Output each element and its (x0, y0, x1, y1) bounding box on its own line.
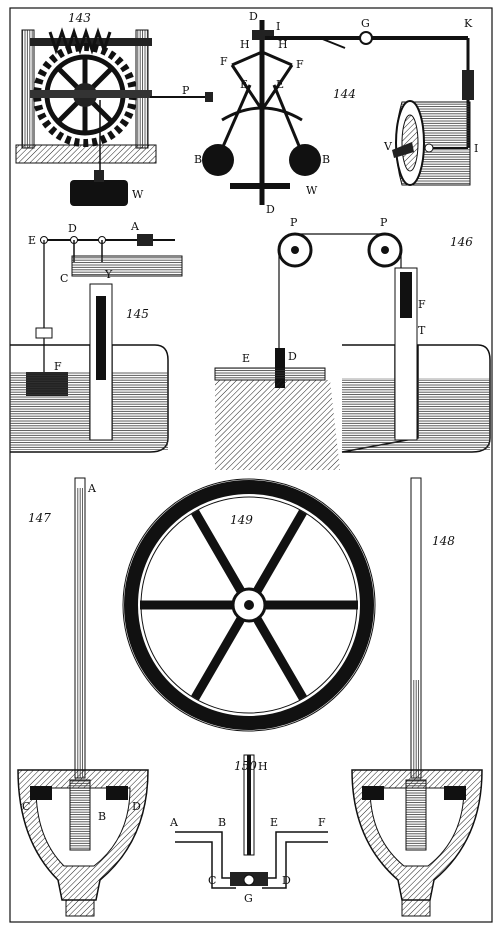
label-150-F: F (318, 816, 326, 829)
figure-143-number: 143 (68, 11, 91, 25)
label-146-D: D (288, 350, 297, 363)
label-150-A: A (169, 816, 179, 829)
figure-144-governor: 144 D I G K H H F F E E B B W D V I (194, 10, 478, 216)
figure-147-number: 147 (28, 511, 51, 525)
label-150-C: C (208, 874, 216, 887)
label-143-W: W (132, 188, 144, 201)
figure-143-worm-gear: 143 P W (15, 11, 213, 206)
label-144-G: G (361, 17, 370, 30)
figure-148-gauge-vessel: 148 (351, 477, 483, 917)
label-146-F: F (418, 298, 426, 311)
label-144-W: W (306, 184, 318, 197)
figure-150-pipe-stem: 150 H A B E F C D G (169, 754, 328, 905)
label-145-C: C (60, 272, 68, 285)
label-144-B-left: B (194, 153, 202, 166)
label-145-E: E (28, 234, 36, 247)
figure-149-flywheel: 149 (122, 478, 376, 732)
plate-border (9, 7, 493, 923)
label-150-B: B (218, 816, 226, 829)
label-150-E: E (270, 816, 278, 829)
figure-144-number: 144 (333, 87, 356, 101)
figure-148-number: 148 (432, 534, 455, 548)
label-147-A: A (87, 482, 97, 495)
label-145-A: A (130, 220, 140, 233)
label-145-D: D (68, 222, 77, 235)
label-144-I-right: I (474, 142, 478, 155)
label-144-B-right: B (322, 153, 330, 166)
label-145-Y: Y (104, 268, 113, 281)
label-144-F-left: F (220, 55, 228, 68)
label-146-T: T (418, 324, 426, 337)
label-144-H-left: H (240, 38, 250, 51)
label-150-D: D (282, 874, 291, 887)
label-144-H-right: H (278, 38, 288, 51)
label-143-P: P (182, 84, 190, 97)
label-146-P-right: P (380, 216, 388, 229)
label-147-D: D (132, 800, 141, 813)
label-150-G: G (244, 892, 253, 905)
label-146-P-left: P (290, 216, 298, 229)
figure-147-gauge-vessel: 147 A C B D (17, 477, 149, 917)
figure-150-number: 150 (234, 759, 257, 773)
label-146-E: E (242, 352, 250, 365)
label-144-D-top: D (249, 10, 258, 23)
figure-145-float-lever: 145 E D A C Y F (10, 220, 183, 453)
figure-149-number: 149 (230, 513, 253, 527)
label-144-V: V (383, 140, 393, 153)
label-147-B: B (98, 810, 106, 823)
label-144-K: K (464, 17, 473, 30)
label-147-C: C (22, 800, 30, 813)
label-145-F: F (54, 360, 62, 373)
label-144-D-bottom: D (266, 203, 275, 216)
figure-146-number: 146 (450, 235, 473, 249)
figure-146-pulley-float: 146 P P F T E D (214, 216, 491, 470)
label-144-E-right: E (276, 78, 284, 91)
label-144-E-left: E (240, 78, 248, 91)
figure-145-number: 145 (126, 307, 149, 321)
label-144-F-right: F (296, 58, 304, 71)
label-150-H: H (258, 760, 268, 773)
label-144-I-top: I (276, 20, 280, 33)
